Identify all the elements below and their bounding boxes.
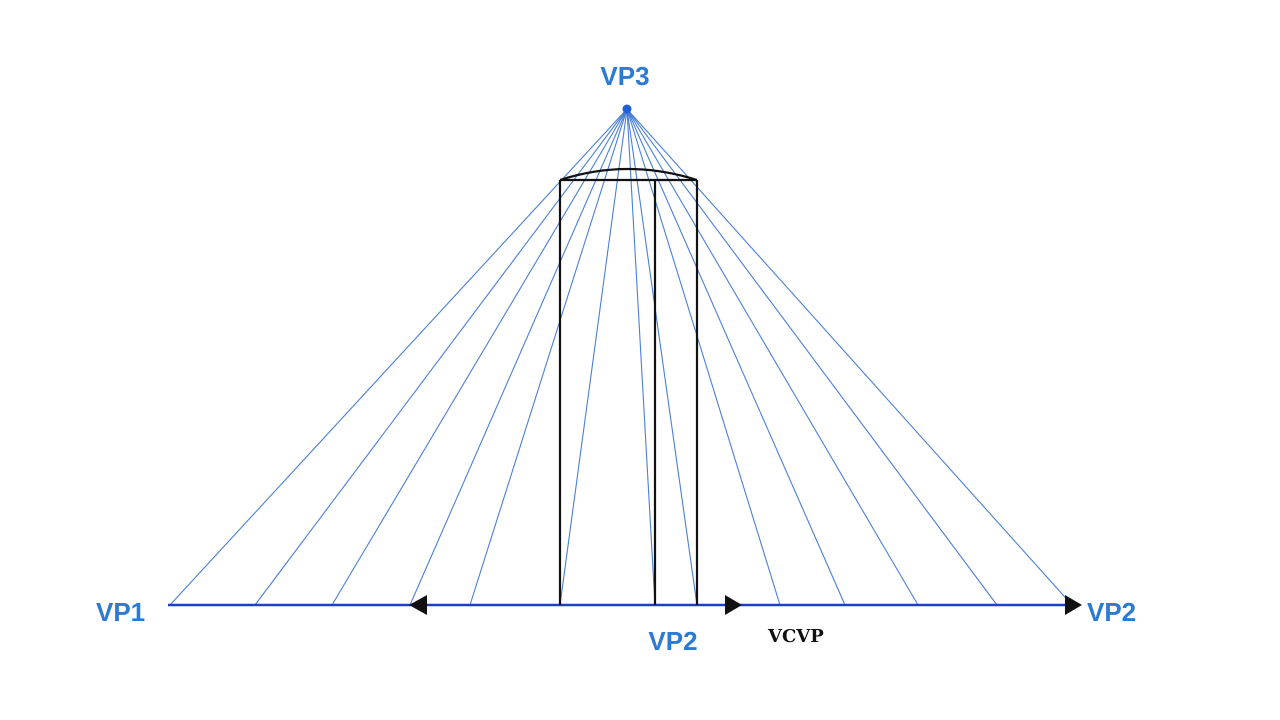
vp2-right-label: VP2 bbox=[1087, 597, 1136, 627]
perspective-ray bbox=[469, 108, 628, 606]
vp3-label: VP3 bbox=[600, 61, 649, 91]
middle-arrowhead bbox=[725, 595, 742, 615]
perspective-ray bbox=[626, 108, 998, 606]
perspective-ray bbox=[169, 108, 628, 606]
cylinder-outline bbox=[558, 167, 699, 605]
perspective-ray bbox=[254, 108, 628, 606]
vp1-label: VP1 bbox=[96, 597, 145, 627]
perspective-ray bbox=[331, 108, 628, 606]
perspective-ray bbox=[559, 108, 628, 606]
perspective-ray bbox=[626, 108, 1073, 606]
perspective-ray bbox=[626, 108, 781, 606]
perspective-ray bbox=[626, 108, 698, 606]
annotation-label: VCVP bbox=[767, 626, 824, 647]
right-arrowhead bbox=[1065, 595, 1082, 615]
vp3-point bbox=[622, 104, 632, 114]
left-arrowhead bbox=[409, 595, 427, 615]
vp2-center-label: VP2 bbox=[648, 626, 697, 656]
perspective-ray bbox=[626, 108, 656, 606]
perspective-ray bbox=[626, 108, 846, 606]
perspective-rays bbox=[169, 108, 1073, 606]
perspective-ray bbox=[626, 108, 919, 606]
cylinder-top-ellipse bbox=[559, 167, 698, 182]
perspective-ray bbox=[409, 108, 628, 606]
